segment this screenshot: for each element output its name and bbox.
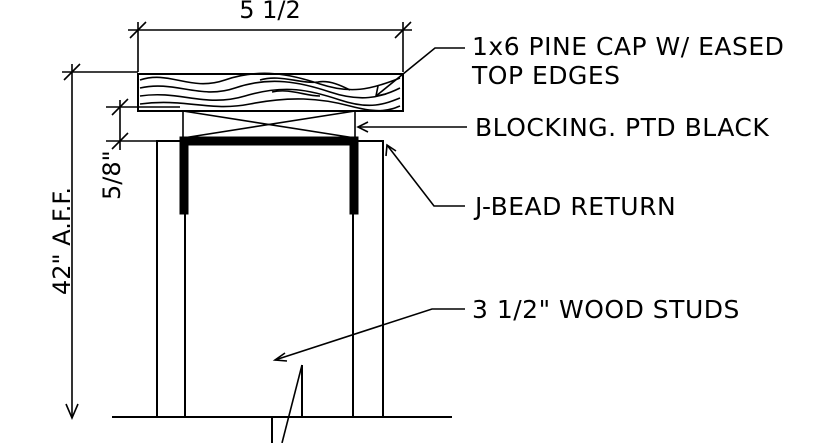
- callout-blocking: BLOCKING. PTD BLACK: [475, 113, 769, 142]
- callout-studs: 3 1/2" WOOD STUDS: [472, 295, 740, 324]
- dimension-cap-width: 5 1/2: [128, 0, 412, 72]
- leader-jbead: [385, 143, 465, 207]
- blocking: [182, 110, 356, 139]
- leader-blocking: [356, 121, 467, 133]
- callout-cap-line2: TOP EDGES: [471, 61, 621, 90]
- leader-cap: [374, 47, 465, 98]
- break-line: [157, 364, 383, 444]
- wood-studs: [112, 140, 452, 418]
- leader-studs: [272, 308, 465, 362]
- pine-cap: [137, 72, 404, 112]
- dimension-overall: 42" A.F.F.: [48, 63, 138, 421]
- dimension-blocking: 5/8": [98, 98, 180, 200]
- j-bead: [179, 136, 359, 215]
- dimension-label-overall: 42" A.F.F.: [48, 187, 76, 295]
- callout-jbead: J-BEAD RETURN: [473, 192, 676, 221]
- callout-cap-line1: 1x6 PINE CAP W/ EASED: [472, 32, 784, 61]
- dimension-label-blocking: 5/8": [98, 150, 126, 200]
- dimension-label-cap-width: 5 1/2: [239, 0, 301, 24]
